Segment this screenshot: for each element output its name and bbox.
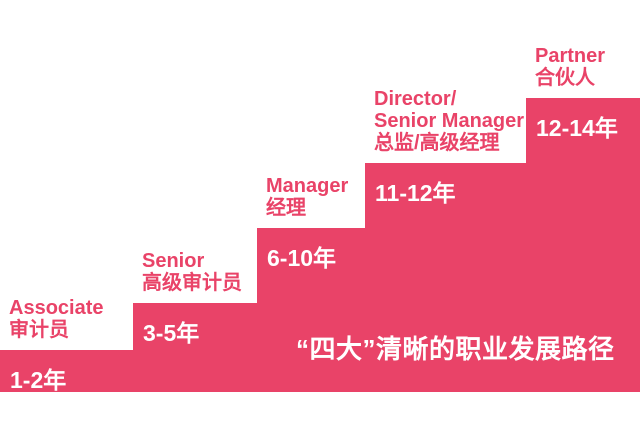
step-partner-years: 12-14年 — [536, 115, 618, 141]
step-senior — [133, 303, 257, 392]
step-senior-label: Senior 高级审计员 — [142, 250, 242, 294]
step-director-years: 11-12年 — [375, 180, 456, 206]
step-partner — [526, 98, 640, 392]
step-director-label: Director/ Senior Manager 总监/高级经理 — [374, 88, 525, 154]
step-associate — [0, 350, 133, 392]
step-partner-label: Partner 合伙人 — [535, 45, 606, 89]
infographic-title: “四大”清晰的职业发展路径 — [296, 334, 615, 364]
step-senior-years: 3-5年 — [143, 320, 200, 346]
step-manager — [257, 228, 365, 392]
step-director — [365, 163, 526, 392]
step-associate-years: 1-2年 — [10, 367, 67, 393]
step-manager-label: Manager 经理 — [266, 175, 349, 219]
step-manager-years: 6-10年 — [267, 245, 337, 271]
step-associate-label: Associate 审计员 — [9, 297, 104, 341]
